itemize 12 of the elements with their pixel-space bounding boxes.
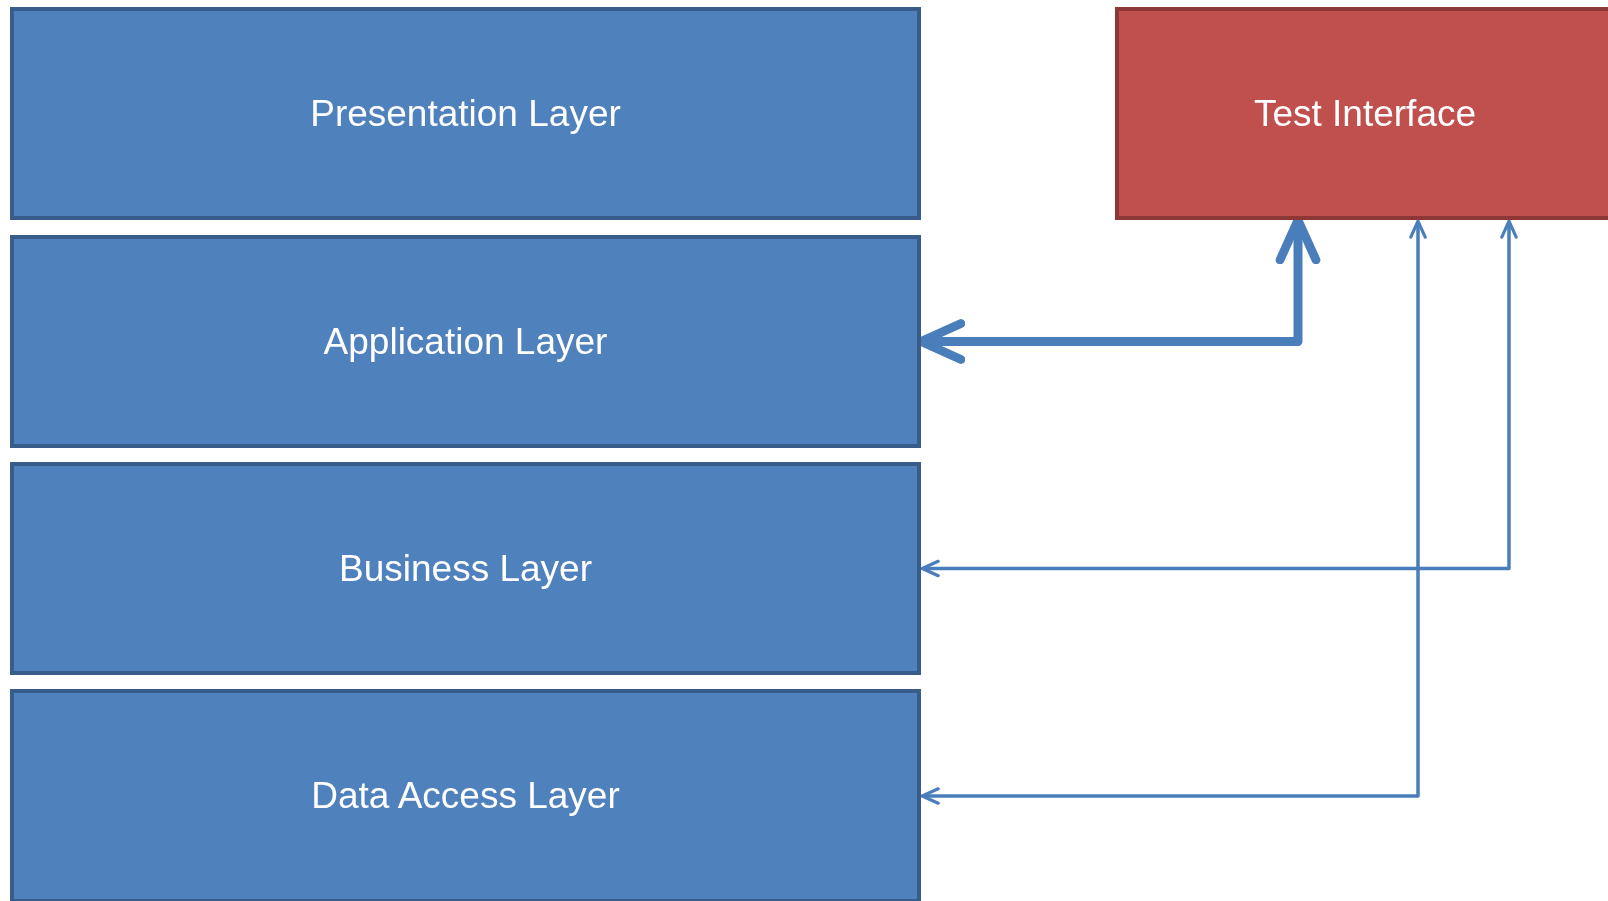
process-box: [10, 7, 921, 220]
box-label: Test Interface: [1253, 92, 1477, 135]
process-box: [10, 462, 921, 675]
box-label: Presentation Layer: [310, 92, 621, 135]
process-box: [10, 689, 921, 901]
box-label: Data Access Layer: [311, 775, 620, 817]
process-box: [10, 235, 921, 448]
box-label: Business Layer: [339, 547, 592, 590]
process-box: [1115, 7, 1608, 220]
box-label: Application Layer: [323, 320, 608, 363]
arrow: [920, 219, 1427, 805]
arrow: [920, 219, 1518, 578]
